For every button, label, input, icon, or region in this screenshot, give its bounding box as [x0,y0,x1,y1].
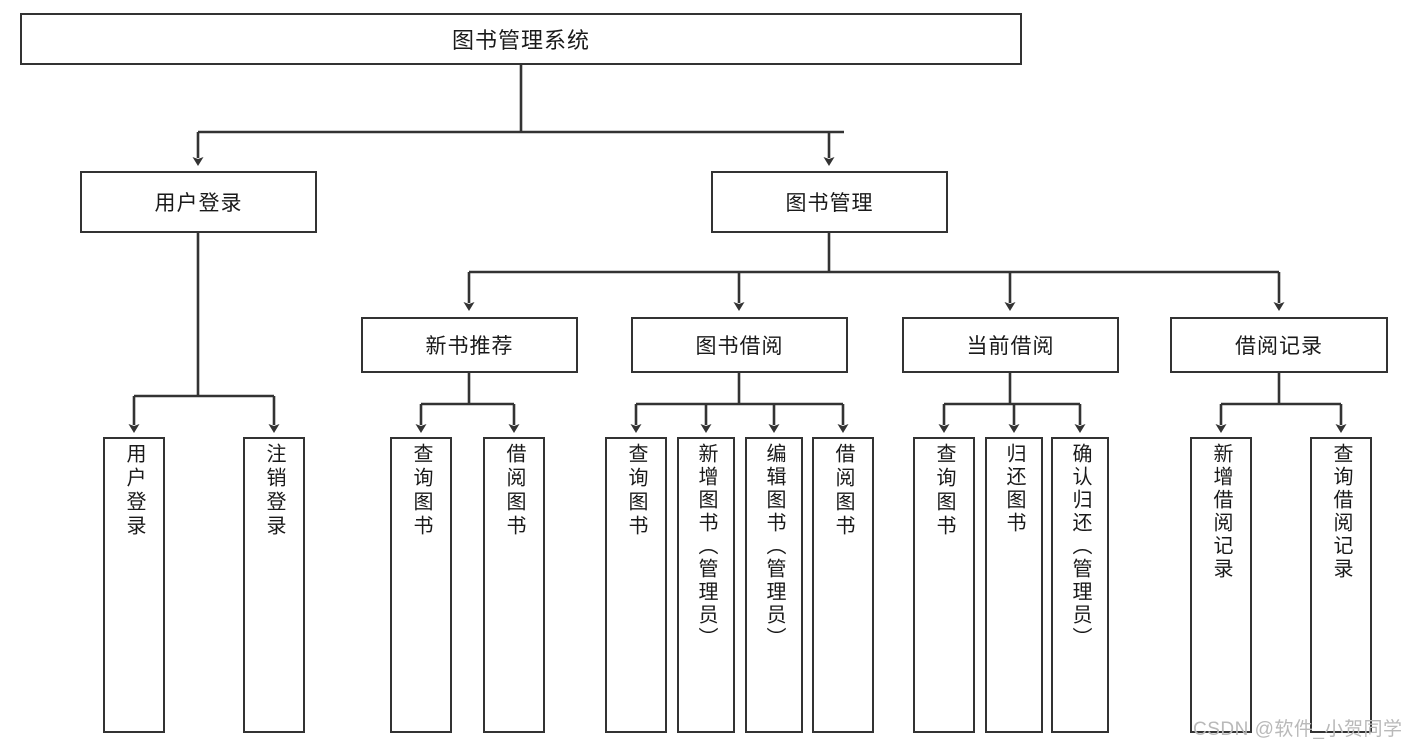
node-user-login[interactable]: 用户登录 [80,171,317,233]
leaf-logout[interactable]: 注销登录 [243,437,305,733]
node-book-manage-label: 图书管理 [785,192,874,215]
leaf-add-book[interactable]: 新增图书（管理员） [677,437,735,733]
leaf-edit-book-label: 编辑图书（管理员） [763,443,785,650]
edge-new-book-rec-children [415,373,520,433]
edge-book-manage-children [463,233,1285,311]
node-new-book-recommend-label: 新书推荐 [425,335,514,358]
node-root-label: 图书管理系统 [451,28,590,53]
node-book-borrow[interactable]: 图书借阅 [631,317,848,373]
node-book-manage[interactable]: 图书管理 [711,171,948,233]
leaf-add-borrow-record[interactable]: 新增借阅记录 [1190,437,1252,733]
edge-book-borrow-children [630,373,849,433]
leaf-query-borrow-record-label: 查询借阅记录 [1330,443,1352,581]
edge-current-borrow-children [938,373,1086,433]
leaf-add-borrow-record-label: 新增借阅记录 [1210,443,1232,581]
node-current-borrow[interactable]: 当前借阅 [902,317,1119,373]
leaf-edit-book[interactable]: 编辑图书（管理员） [745,437,803,733]
leaf-confirm-return[interactable]: 确认归还（管理员） [1051,437,1109,733]
leaf-query-book-2[interactable]: 查询图书 [605,437,667,733]
leaf-return-book[interactable]: 归还图书 [985,437,1043,733]
leaf-logout-label: 注销登录 [263,443,285,539]
leaf-query-book-3[interactable]: 查询图书 [913,437,975,733]
node-book-borrow-label: 图书借阅 [695,335,784,358]
leaf-return-book-label: 归还图书 [1003,443,1025,535]
leaf-query-book-1-label: 查询图书 [410,443,432,539]
leaf-borrow-book-1[interactable]: 借阅图书 [483,437,545,733]
leaf-confirm-return-label: 确认归还（管理员） [1069,443,1091,650]
leaf-add-book-label: 新增图书（管理员） [695,443,717,650]
leaf-borrow-book-2-label: 借阅图书 [832,443,854,539]
leaf-query-book-2-label: 查询图书 [625,443,647,539]
leaf-query-book-3-label: 查询图书 [933,443,955,539]
edge-borrow-record-children [1215,373,1347,433]
node-current-borrow-label: 当前借阅 [966,335,1055,358]
leaf-borrow-book-1-label: 借阅图书 [503,443,525,539]
watermark: CSDN @软件_小贺同学 [1193,719,1403,740]
leaf-query-book-1[interactable]: 查询图书 [390,437,452,733]
edge-user-login-children [128,233,280,433]
edge-root-children [192,65,844,166]
node-borrow-record[interactable]: 借阅记录 [1170,317,1388,373]
leaf-borrow-book-2[interactable]: 借阅图书 [812,437,874,733]
node-root[interactable]: 图书管理系统 [20,13,1022,65]
leaf-user-login[interactable]: 用户登录 [103,437,165,733]
leaf-user-login-label: 用户登录 [123,443,145,539]
node-new-book-recommend[interactable]: 新书推荐 [361,317,578,373]
node-borrow-record-label: 借阅记录 [1235,335,1323,358]
leaf-query-borrow-record[interactable]: 查询借阅记录 [1310,437,1372,733]
node-user-login-label: 用户登录 [154,192,243,215]
